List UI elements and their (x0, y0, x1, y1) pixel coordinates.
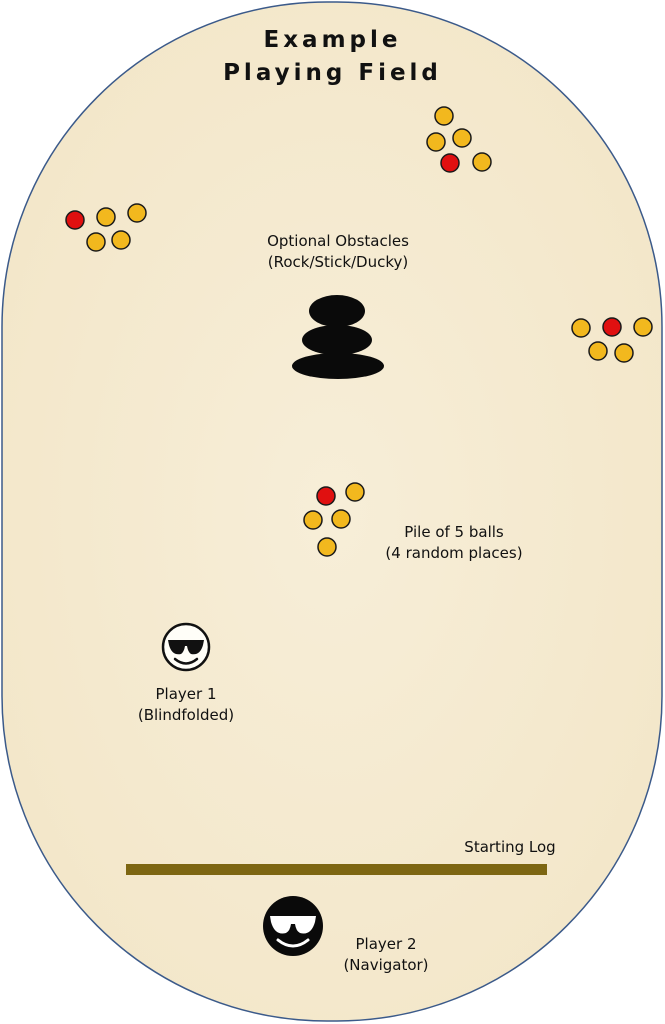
ball-pile-center (303, 482, 365, 557)
pile-label: Pile of 5 balls (4 random places) (364, 522, 544, 564)
pile-label-line2: (4 random places) (385, 544, 523, 562)
ball-pile-left (65, 203, 147, 252)
ball-yellow (86, 232, 106, 252)
ball-pile-top-right (426, 106, 492, 173)
ball-yellow (588, 341, 608, 361)
starting-log-label: Starting Log (464, 838, 556, 856)
starting-log (126, 864, 547, 875)
ball-yellow (633, 317, 653, 337)
pile-label-line1: Pile of 5 balls (404, 523, 504, 541)
ball-yellow (127, 203, 147, 223)
ball-yellow (331, 509, 351, 529)
ball-yellow (426, 132, 446, 152)
ball-yellow (614, 343, 634, 363)
ball-red (440, 153, 460, 173)
ball-yellow (434, 106, 454, 126)
ball-red (602, 317, 622, 337)
ball-yellow (317, 537, 337, 557)
player2-label: Player 2 (Navigator) (326, 934, 446, 976)
title-line-2: Playing Field (223, 60, 442, 86)
ball-pile-right (571, 317, 653, 363)
ball-yellow (472, 152, 492, 172)
player1-label: Player 1 (Blindfolded) (126, 684, 246, 726)
ball-yellow (111, 230, 131, 250)
player2-label-line2: (Navigator) (343, 956, 429, 974)
ball-yellow (571, 318, 591, 338)
ball-yellow (303, 510, 323, 530)
obstacles-label-line2: (Rock/Stick/Ducky) (267, 253, 409, 271)
sunglasses-smiley-outline-icon (161, 622, 211, 672)
obstacles-label-line1: Optional Obstacles (267, 232, 409, 250)
rock-stack-icon (292, 295, 384, 379)
sunglasses-smiley-filled-icon (263, 896, 323, 956)
obstacles-label: Optional Obstacles (Rock/Stick/Ducky) (220, 231, 456, 273)
ball-red (65, 210, 85, 230)
rock-bottom (292, 353, 384, 379)
player2-label-line1: Player 2 (355, 935, 417, 953)
ball-yellow (452, 128, 472, 148)
player1-label-line2: (Blindfolded) (137, 706, 235, 724)
ball-yellow (345, 482, 365, 502)
title-line-1: Example (263, 27, 402, 53)
rock-top (309, 295, 365, 327)
ball-red (316, 486, 336, 506)
ball-yellow (96, 207, 116, 227)
rock-middle (302, 325, 372, 355)
player1-label-line1: Player 1 (155, 685, 217, 703)
